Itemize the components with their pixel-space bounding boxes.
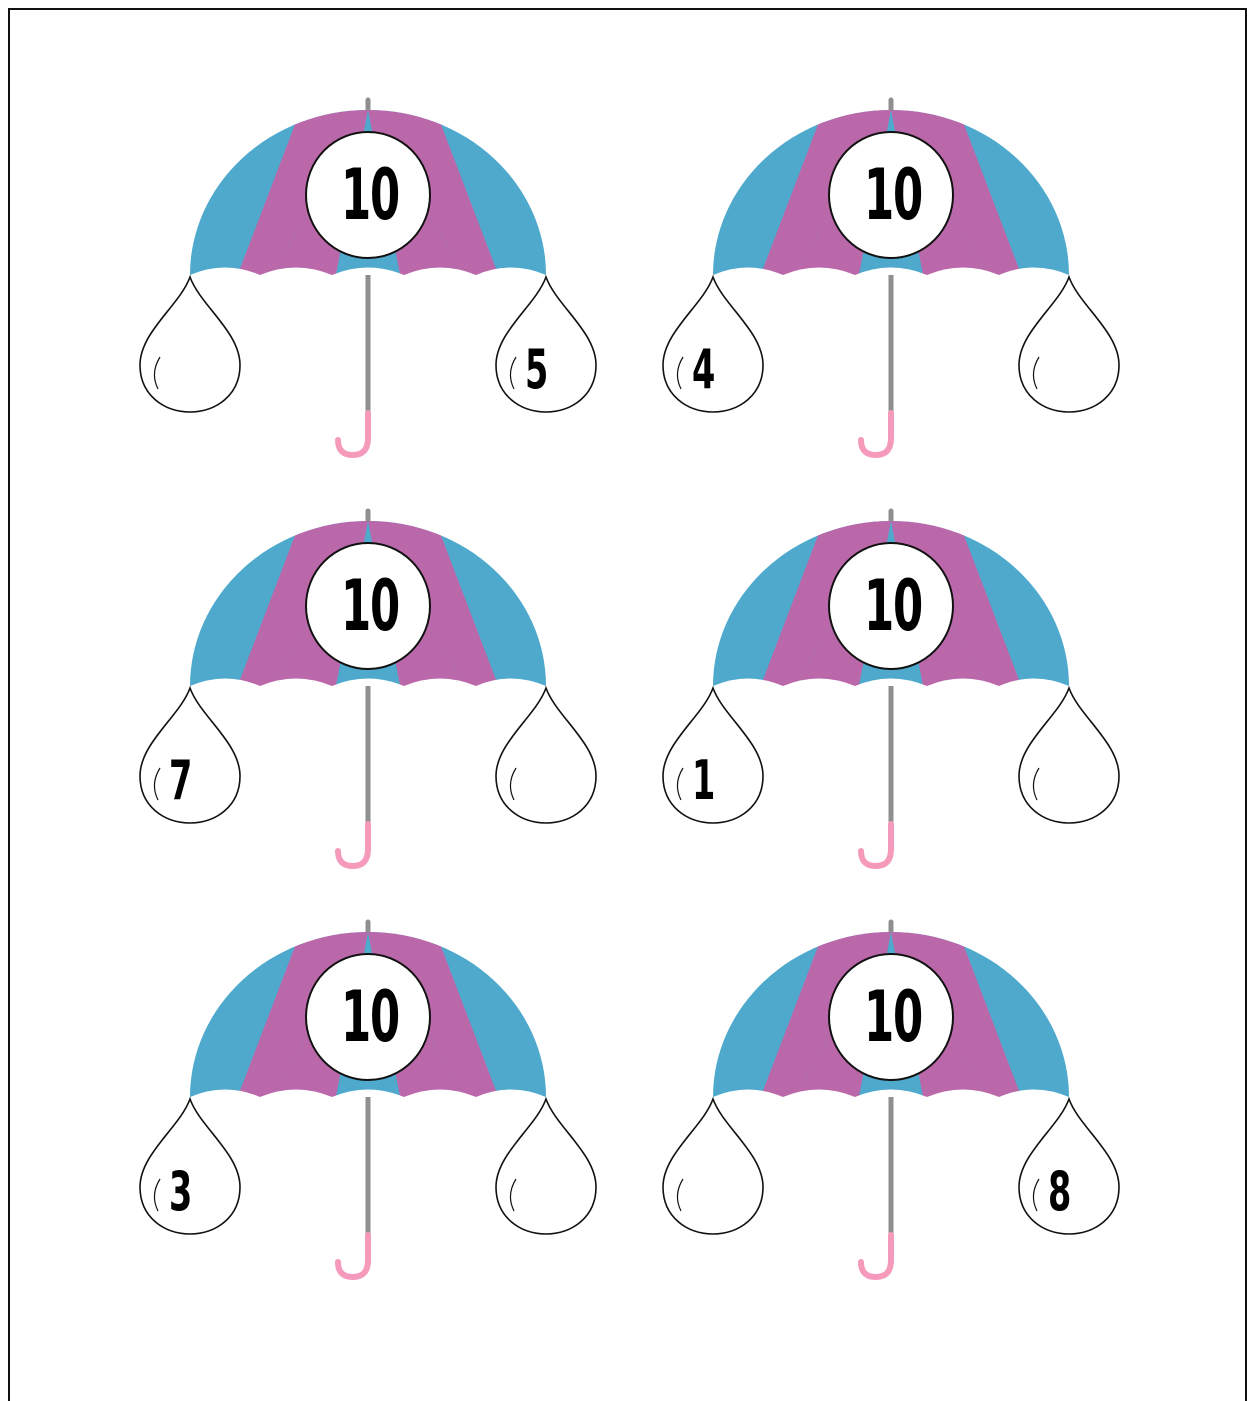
umbrella-graphic [633,917,1153,1287]
right-drop-number: 5 [517,340,554,400]
umbrella-handle [338,1235,368,1277]
umbrella-2: 10 4 [633,95,1153,465]
umbrella-handle [861,1235,891,1277]
umbrella-graphic [633,506,1153,876]
umbrella-handle [861,824,891,866]
total-number: 10 [862,566,924,646]
right-drop-number [1040,751,1077,811]
total-number: 10 [339,155,401,235]
umbrella-6: 10 8 [633,917,1153,1287]
umbrella-handle [338,413,368,455]
umbrella-5: 10 3 [110,917,630,1287]
total-number: 10 [339,566,401,646]
umbrella-1: 10 5 [110,95,630,465]
right-drop-number [517,1162,554,1222]
left-drop-number: 7 [161,751,198,811]
umbrella-handle [861,413,891,455]
right-drop-number [1040,340,1077,400]
total-number: 10 [862,155,924,235]
umbrella-graphic [110,917,630,1287]
left-drop-number: 4 [684,340,721,400]
right-drop-number [517,751,554,811]
left-drop-number [161,340,198,400]
umbrella-4: 10 1 [633,506,1153,876]
umbrella-3: 10 7 [110,506,630,876]
left-drop-number: 3 [161,1162,198,1222]
umbrella-graphic [633,95,1153,465]
umbrella-graphic [110,506,630,876]
total-number: 10 [862,977,924,1057]
umbrella-handle [338,824,368,866]
right-drop-number: 8 [1040,1162,1077,1222]
left-drop-number [684,1162,721,1222]
total-number: 10 [339,977,401,1057]
left-drop-number: 1 [684,751,721,811]
umbrella-graphic [110,95,630,465]
